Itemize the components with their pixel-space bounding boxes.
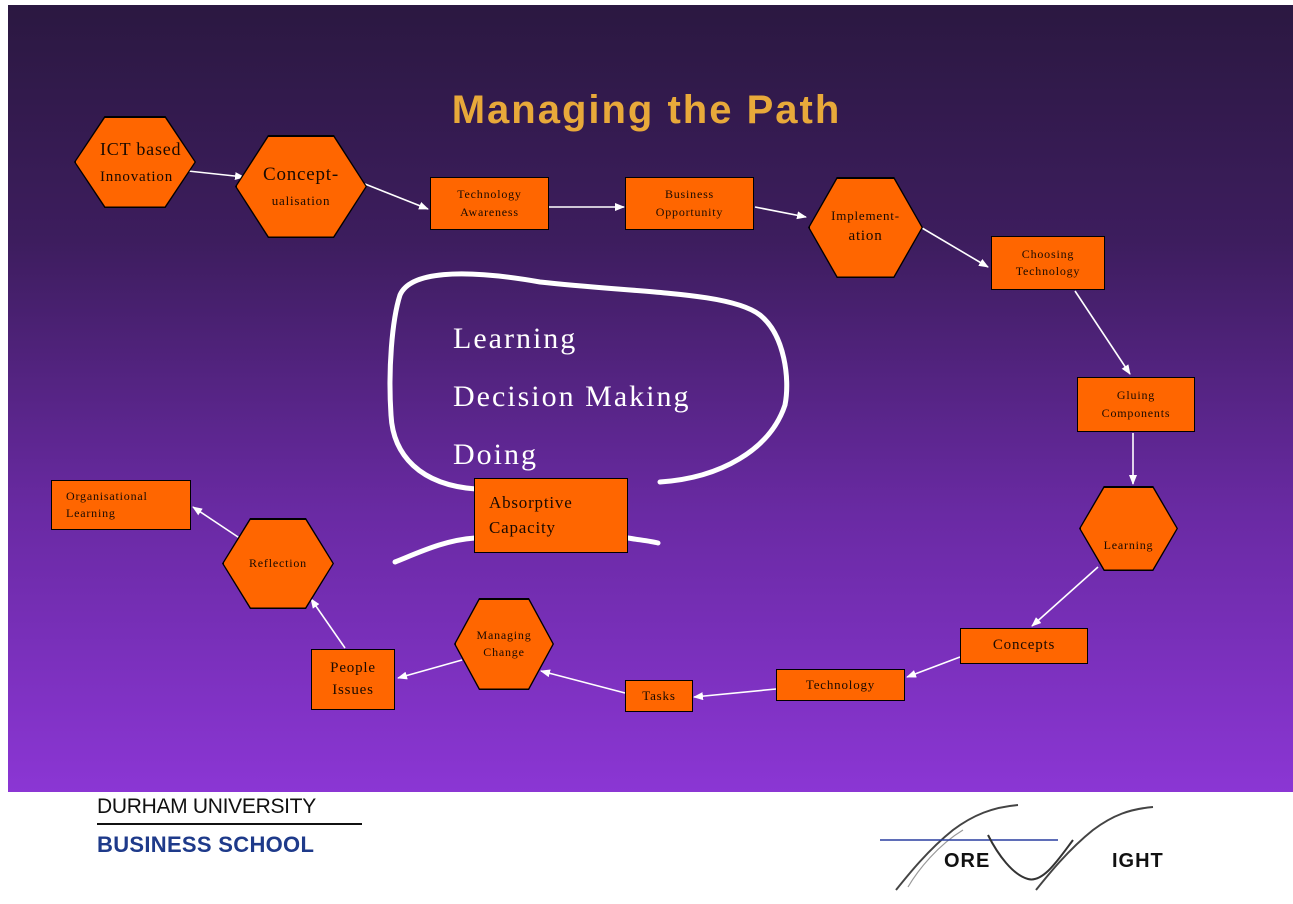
university-name: DURHAM UNIVERSITY xyxy=(97,795,316,818)
node-implementation: Implement-ation xyxy=(808,177,923,278)
arrow-learning-to-concepts xyxy=(1031,566,1099,627)
foresight-text-ight: IGHT xyxy=(1112,850,1164,872)
school-name: BUSINESS SCHOOL xyxy=(97,831,315,857)
node-tasks: Tasks xyxy=(625,680,693,712)
durham-business-school-logo: DURHAM UNIVERSITY BUSINESS SCHOOL xyxy=(97,795,365,858)
node-tech-awareness-line2: Awareness xyxy=(460,204,519,219)
node-conceptualisation: Concept-ualisation xyxy=(235,135,367,238)
foresight-text-ore: ORE xyxy=(944,850,991,872)
arrow-concept-to-tech-awareness xyxy=(364,183,429,210)
cloud-text-decision-making: Decision Making xyxy=(453,380,691,413)
node-gluing-line2: Components xyxy=(1101,405,1171,420)
node-absorptive-line1: Absorptive xyxy=(489,492,573,512)
arrow-ict-to-concept xyxy=(187,170,245,181)
node-business-line1: Business xyxy=(664,187,715,202)
node-absorptive-line2: Capacity xyxy=(489,517,556,537)
arrow-people-to-reflection xyxy=(310,598,346,649)
node-business-line2: Opportunity xyxy=(655,204,724,219)
node-technology-label: Technology xyxy=(805,676,876,692)
node-managing-line2: Change xyxy=(483,645,525,659)
node-concepts-label: Concepts xyxy=(992,637,1056,654)
arrow-implementation-to-choosing xyxy=(916,224,989,268)
node-ict-line2: Innovation xyxy=(100,168,173,185)
arrow-tasks-to-managing xyxy=(540,669,626,694)
cloud-text-learning: Learning xyxy=(453,322,578,355)
cloud-outline xyxy=(387,271,790,492)
capacity-baseline-right xyxy=(625,535,661,546)
node-people-line2: Issues xyxy=(332,681,374,698)
node-managing-line1: Managing xyxy=(476,627,532,642)
node-choosing-line1: Choosing xyxy=(1021,246,1075,261)
arrow-technology-to-tasks xyxy=(693,688,777,701)
node-reflection-label: Reflection xyxy=(249,555,307,570)
node-reflection: Reflection xyxy=(222,518,334,609)
foresight-logo: ORE IGHT xyxy=(868,795,1198,895)
node-org-learning-line1: Organisational xyxy=(66,488,148,503)
arrow-concepts-to-technology xyxy=(906,656,961,678)
arrow-business-to-implementation xyxy=(754,206,807,220)
arrow-managing-to-people xyxy=(397,659,463,680)
arrow-choosing-to-gluing xyxy=(1074,290,1131,375)
arrow-reflection-to-org-learning xyxy=(192,506,242,540)
node-implementation-line2: ation xyxy=(848,228,883,245)
node-implementation-line1: Implement- xyxy=(831,208,900,224)
node-tech-awareness-line1: Technology xyxy=(457,187,522,202)
node-ict-line1: ICT based xyxy=(100,138,182,159)
node-technology: Technology xyxy=(776,669,905,701)
logo-divider xyxy=(97,823,362,825)
node-concepts: Concepts xyxy=(960,628,1088,664)
node-choosing-line2: Technology xyxy=(1015,264,1081,278)
node-people-line1: People xyxy=(330,659,376,676)
slide-title: Managing the Path xyxy=(451,88,842,132)
capacity-baseline-left xyxy=(392,535,478,565)
node-learning-label: Learning xyxy=(1103,537,1154,552)
node-gluing-line1: Gluing xyxy=(1116,388,1156,403)
node-concept-line2: ualisation xyxy=(271,192,331,208)
cloud-text-doing: Doing xyxy=(453,438,538,471)
node-concept-line1: Concept- xyxy=(262,164,340,186)
node-tasks-label: Tasks xyxy=(642,687,676,703)
foresight-swoosh-icon xyxy=(880,804,1154,891)
node-org-learning-line2: Learning xyxy=(66,506,116,520)
